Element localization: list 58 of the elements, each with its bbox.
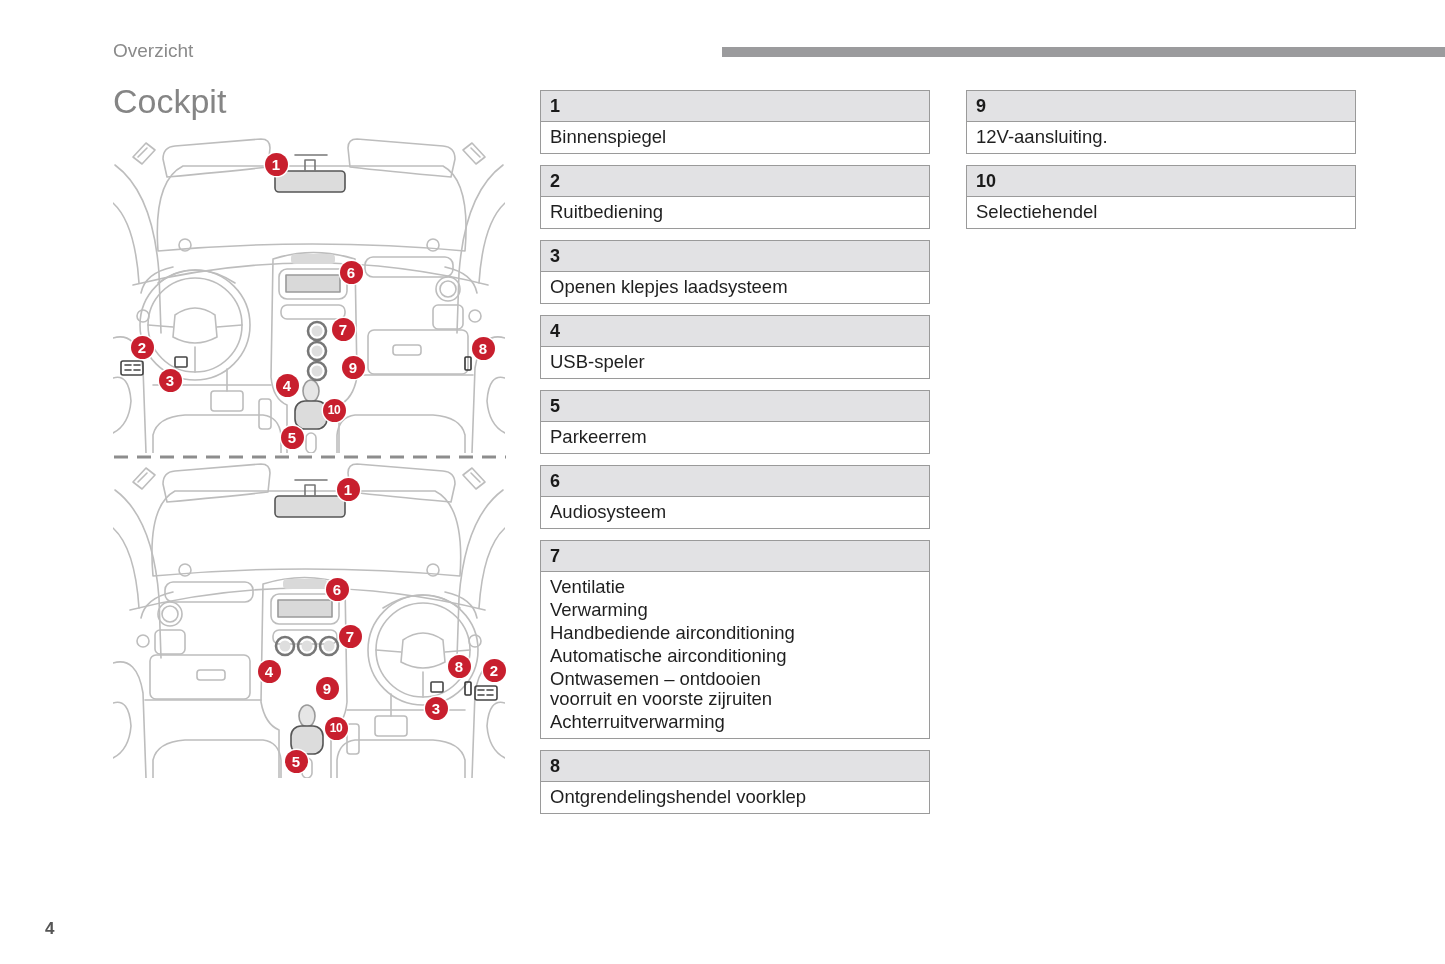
item-description: Ventilatie [550, 577, 627, 597]
key-entry-card [540, 465, 930, 529]
key-entry-card [540, 750, 930, 814]
callout-number: 2 [482, 658, 506, 682]
callout-number: 4 [257, 659, 281, 683]
item-description: Ruitbediening [550, 202, 665, 222]
item-description: Openen klepjes laadsysteem [550, 277, 789, 297]
callout-number: 9 [315, 676, 339, 700]
key-entry-card [540, 165, 930, 229]
item-description: Ontgrendelingshendel voorklep [550, 787, 808, 807]
item-number: 3 [550, 246, 560, 266]
item-description: Parkeerrem [550, 427, 648, 447]
item-number: 4 [550, 321, 560, 341]
callout-number: 6 [339, 260, 363, 284]
callout-number: 6 [325, 577, 349, 601]
page-number: 4 [45, 919, 55, 939]
callout-number: 3 [424, 696, 448, 720]
item-number: 9 [976, 96, 986, 116]
key-entry-card [540, 90, 930, 154]
item-description: Verwarming [550, 600, 649, 620]
key-entry-card [540, 540, 930, 739]
item-number: 6 [550, 471, 560, 491]
item-description: Ontwasemen – ontdooien voorruit en voorste zijruiten [550, 669, 774, 709]
callout-number: 10 [322, 398, 346, 422]
key-entry-card [966, 90, 1356, 154]
item-number: 1 [550, 96, 560, 116]
item-description: Automatische airconditioning [550, 646, 788, 666]
callout-number: 1 [336, 477, 360, 501]
item-description: Binnenspiegel [550, 127, 668, 147]
key-entry-card [540, 240, 930, 304]
callout-number: 9 [341, 355, 365, 379]
item-description: USB-speler [550, 352, 646, 372]
callout-number: 4 [275, 373, 299, 397]
item-description: Audiosysteem [550, 502, 668, 522]
callout-number: 5 [280, 425, 304, 449]
key-entry-card [540, 315, 930, 379]
key-entry-card [540, 390, 930, 454]
item-description: Handbediende airconditioning [550, 623, 796, 643]
callout-number: 7 [331, 317, 355, 341]
item-description: Selectiehendel [976, 202, 1099, 222]
callout-number: 8 [471, 336, 495, 360]
callout-number: 7 [338, 624, 362, 648]
callout-number: 8 [447, 654, 471, 678]
item-number: 7 [550, 546, 560, 566]
item-description: 12V-aansluiting. [976, 127, 1109, 147]
callout-number: 5 [284, 749, 308, 773]
item-description: Achterruitverwarming [550, 712, 726, 732]
callout-number: 2 [130, 335, 154, 359]
item-number: 2 [550, 171, 560, 191]
callout-number: 3 [158, 368, 182, 392]
callout-number: 10 [324, 716, 348, 740]
item-number: 8 [550, 756, 560, 776]
item-number: 10 [976, 171, 997, 191]
item-number: 5 [550, 396, 560, 416]
key-entry-card [966, 165, 1356, 229]
section-label: Overzicht [113, 40, 194, 62]
page-title: Cockpit [113, 82, 227, 121]
callout-number: 1 [264, 152, 288, 176]
